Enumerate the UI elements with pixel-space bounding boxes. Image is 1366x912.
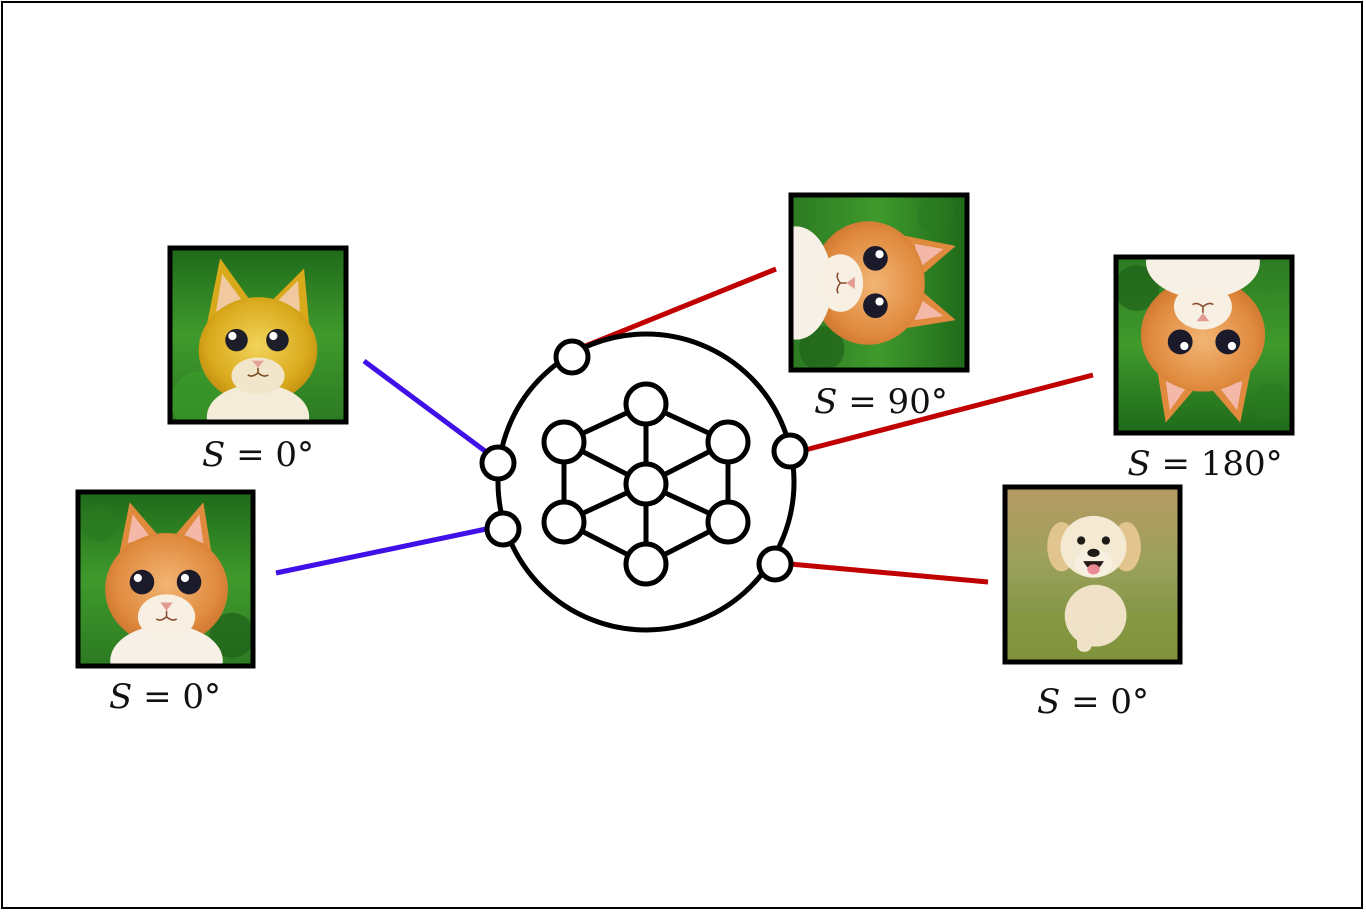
positive-edge <box>362 358 491 457</box>
negative-edge <box>804 372 1094 453</box>
caption-kitten-rotated-180: S = 180° <box>1127 444 1282 484</box>
image-kitten-rotated-180 <box>1113 254 1295 436</box>
caption-puppy: S = 0° <box>1037 682 1149 722</box>
network-graph-icon <box>479 331 809 633</box>
caption-kitten-bottom-left: S = 0° <box>109 677 221 717</box>
caption-kitten-rotated-90: S = 90° <box>814 382 948 422</box>
caption-kitten-top-left: S = 0° <box>202 435 314 475</box>
image-puppy <box>1002 484 1183 665</box>
image-kitten-rotated-90 <box>788 192 970 373</box>
negative-edge <box>789 561 989 585</box>
image-kitten-bottom-left <box>75 489 256 669</box>
negative-edge <box>582 266 777 350</box>
positive-edge <box>275 525 492 576</box>
image-kitten-top-left <box>167 245 349 425</box>
